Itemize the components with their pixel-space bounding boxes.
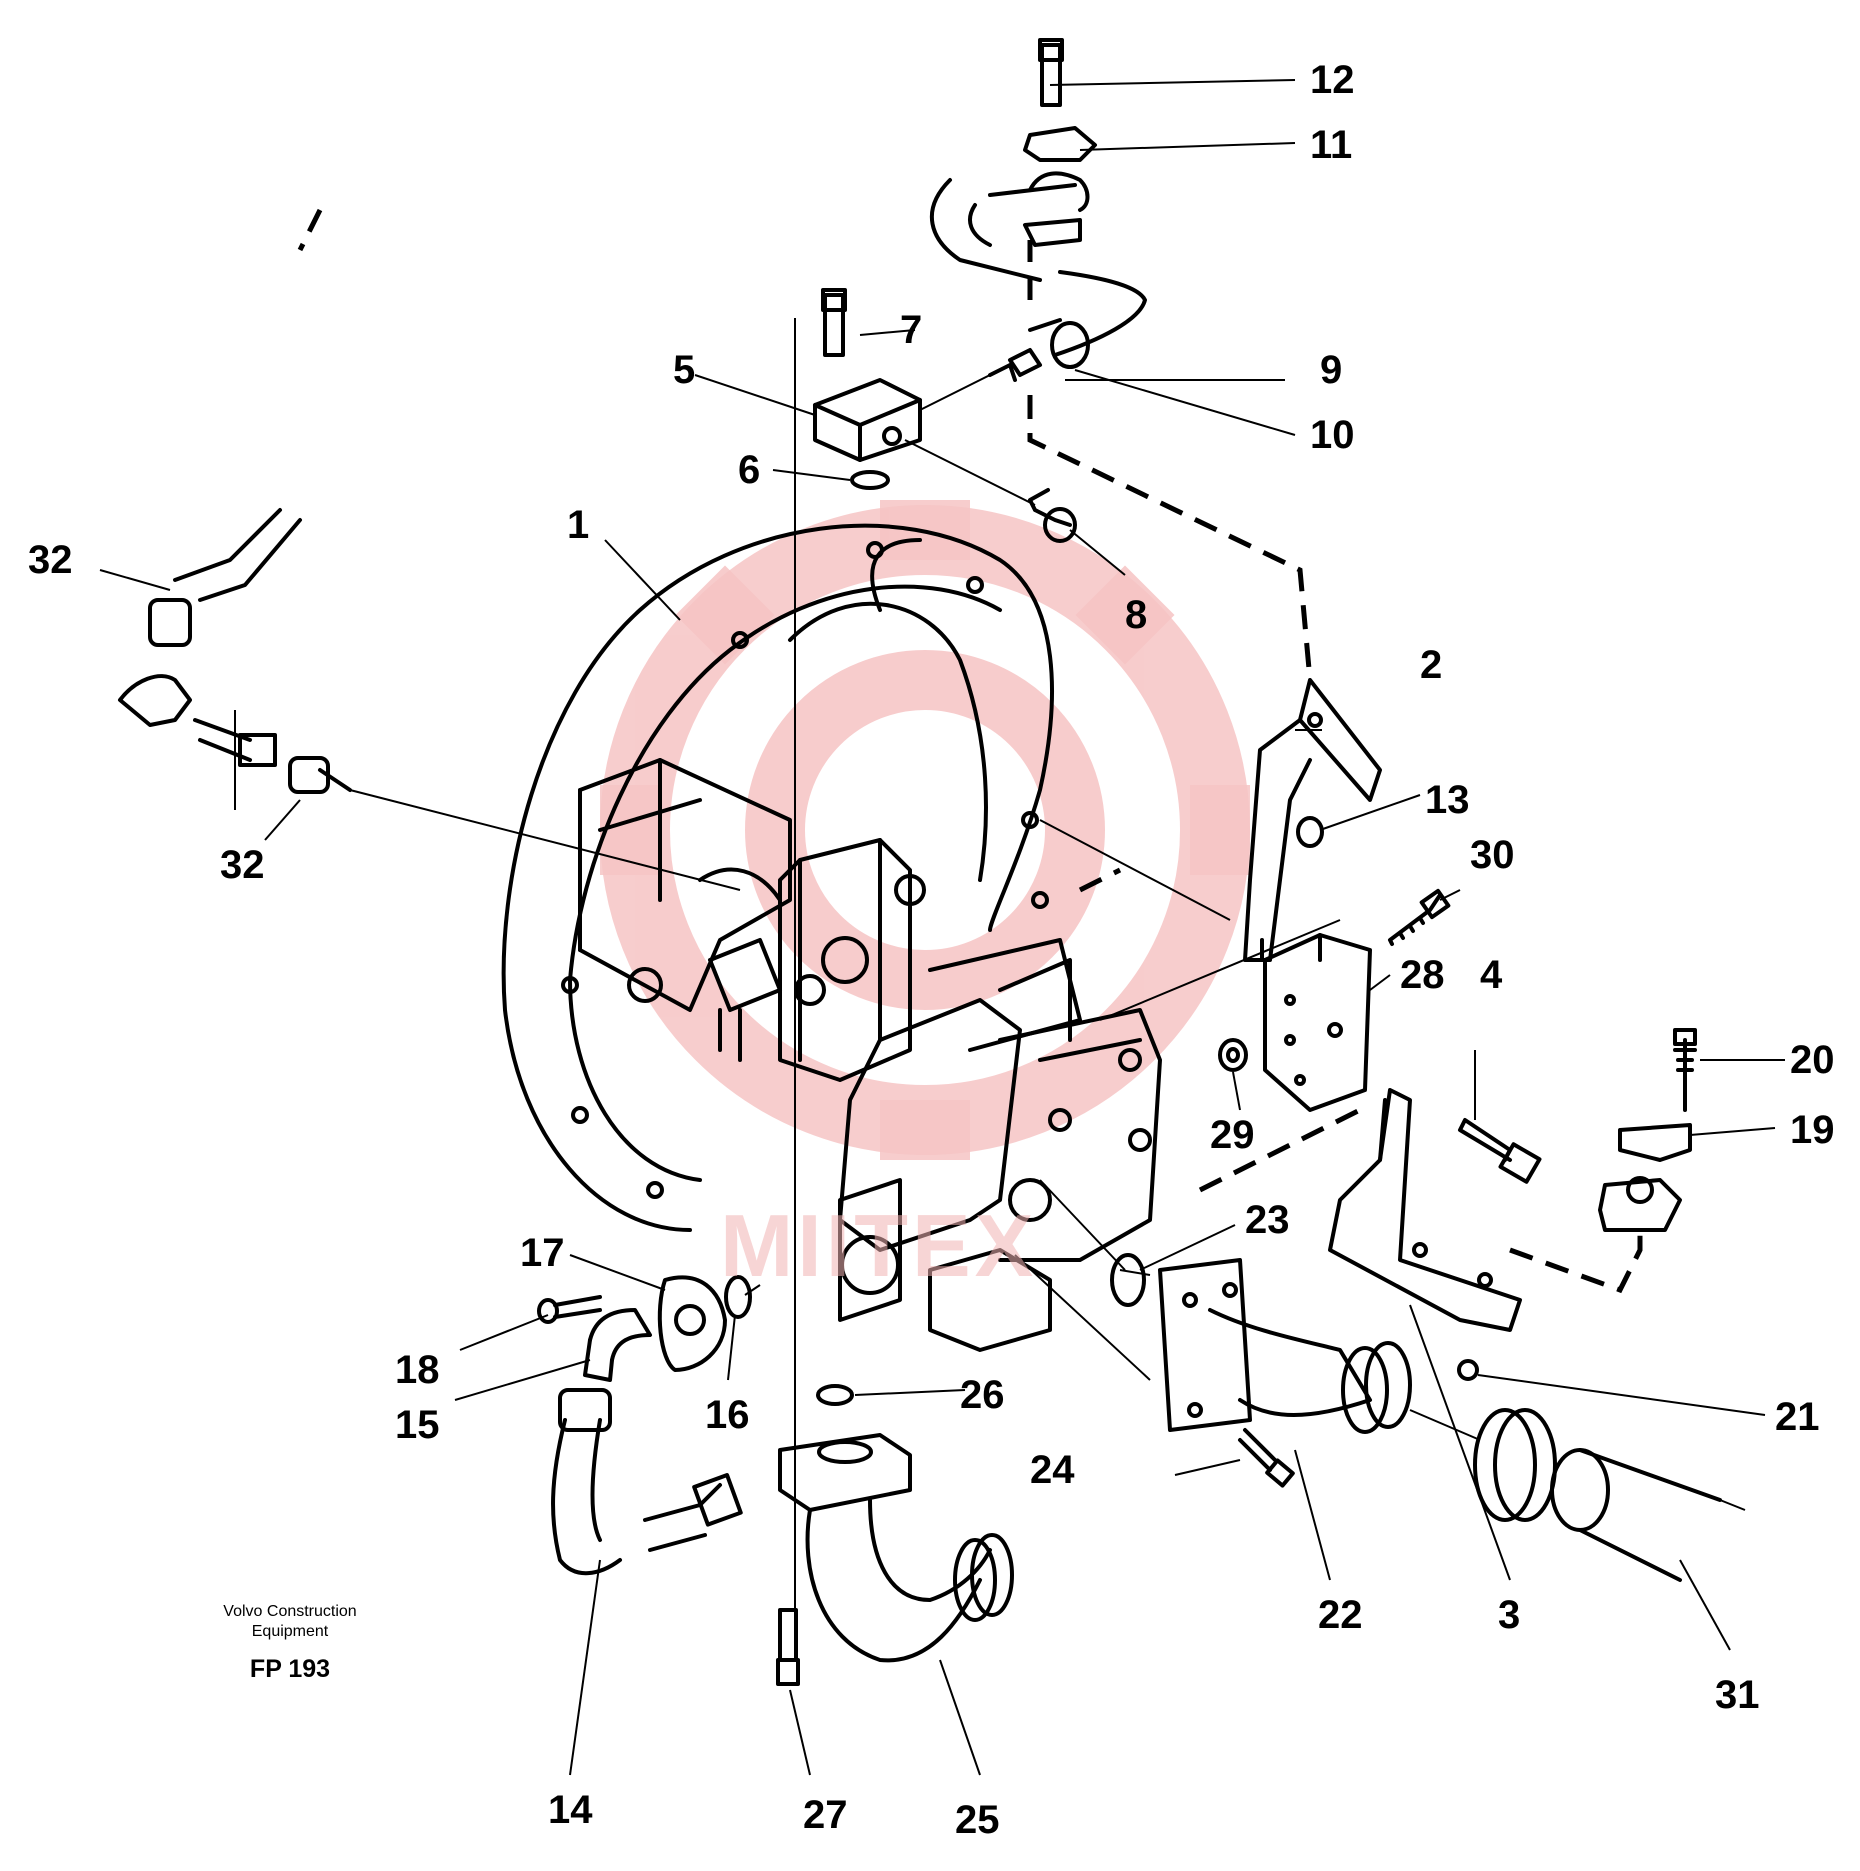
- tube-9-upper: [930, 178, 1042, 282]
- callout-12: 12: [1310, 58, 1355, 102]
- callout-18: 18: [395, 1348, 440, 1392]
- bracket-2: [1298, 678, 1382, 802]
- callout-20: 20: [1790, 1038, 1835, 1082]
- callout-24: 24: [1030, 1448, 1075, 1492]
- callout-17: 17: [520, 1231, 565, 1275]
- bolt-4: [1458, 1118, 1512, 1162]
- oring-6: [850, 470, 890, 490]
- pipe-25: [778, 1433, 912, 1512]
- callout-8: 8: [1125, 593, 1148, 637]
- clamp-19: [1618, 1123, 1692, 1162]
- bolt-12: [1040, 43, 1062, 107]
- watermark-text: MIITEX: [720, 1196, 1038, 1295]
- oring-16: [724, 1275, 752, 1319]
- callout-9: 9: [1320, 348, 1343, 392]
- callout-7: 7: [900, 308, 923, 352]
- callout-6: 6: [738, 448, 761, 492]
- callout-31: 31: [1715, 1673, 1760, 1717]
- bolt-7: [823, 293, 845, 357]
- pump-body: [838, 998, 1022, 1252]
- callout-15: 15: [395, 1403, 440, 1447]
- hose-32: [173, 508, 302, 602]
- pump-body-right: [998, 1008, 1162, 1262]
- callout-32-top: 32: [28, 538, 73, 582]
- callout-26: 26: [960, 1373, 1005, 1417]
- nut-13: [1296, 816, 1324, 848]
- clamp-11: [1023, 126, 1097, 162]
- callout-4: 4: [1480, 953, 1503, 997]
- figure-code: FP 193: [249, 1655, 331, 1683]
- dashed-assembly-lines: [297, 208, 1643, 1294]
- fitting-32: [118, 674, 192, 727]
- company-name-line-1: Volvo Construction: [223, 1603, 357, 1620]
- callout-16: 16: [705, 1393, 750, 1437]
- line-art: [118, 38, 1722, 1686]
- oring-23: [1110, 1253, 1146, 1307]
- bolt-24: [1238, 1428, 1277, 1472]
- elbow-15: [588, 1308, 652, 1362]
- plug-8: [1028, 488, 1072, 527]
- oring-26: [816, 1384, 854, 1406]
- callout-13: 13: [1425, 778, 1470, 822]
- block-5: [813, 378, 922, 462]
- pipe-14: [551, 1418, 622, 1576]
- adapter-10: [1008, 348, 1042, 377]
- bolt-27: [778, 1608, 798, 1662]
- elbow-22: [1158, 1258, 1252, 1432]
- callout-10: 10: [1310, 413, 1355, 457]
- callout-32-bottom: 32: [220, 843, 265, 887]
- callout-21: 21: [1775, 1395, 1820, 1439]
- valve-block: [778, 838, 912, 1082]
- tube-9: [1028, 270, 1147, 357]
- callout-3: 3: [1498, 1593, 1521, 1637]
- callout-11: 11: [1310, 123, 1353, 167]
- callout-29: 29: [1210, 1113, 1255, 1157]
- washer-29: [1218, 1038, 1248, 1072]
- callout-14: 14: [548, 1788, 593, 1832]
- callout-30: 30: [1470, 833, 1515, 877]
- nut-21: [1457, 1359, 1479, 1381]
- callout-1: 1: [567, 503, 590, 547]
- hose-clamp: [1473, 1408, 1537, 1522]
- company-name-line-2: Equipment: [251, 1623, 329, 1640]
- housing-outer-contour: [501, 523, 1054, 1232]
- flange-17: [657, 1275, 727, 1372]
- callout-2: 2: [1420, 643, 1443, 687]
- bolt-20: [1673, 1038, 1697, 1112]
- plate-28: [1263, 933, 1372, 1112]
- leader-lines: [99, 79, 1785, 1776]
- pump-block-left: [578, 758, 792, 1012]
- callout-27: 27: [803, 1793, 848, 1837]
- callout-5: 5: [673, 348, 696, 392]
- callout-23: 23: [1245, 1198, 1290, 1242]
- callout-28: 28: [1400, 953, 1445, 997]
- housing-inner-contour: [568, 584, 1002, 1182]
- bracket-3: [1328, 1088, 1522, 1332]
- callout-25: 25: [955, 1798, 1000, 1842]
- callout-19: 19: [1790, 1108, 1835, 1152]
- bolt-30: [1388, 893, 1442, 946]
- hose-31: [1550, 1448, 1610, 1532]
- callout-22: 22: [1318, 1593, 1363, 1637]
- pump-lower-block: [838, 1178, 902, 1322]
- watermark-gear-teeth: [600, 500, 1250, 1160]
- valve-fitting: [708, 938, 782, 1062]
- bolt-18: [553, 1295, 602, 1319]
